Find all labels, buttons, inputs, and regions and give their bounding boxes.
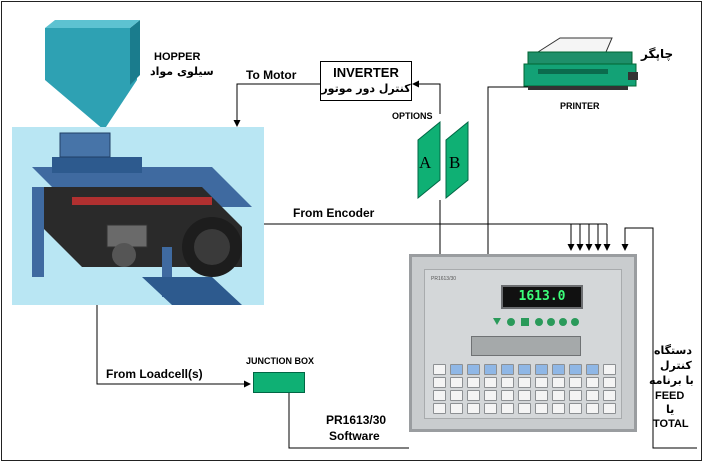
- keypad-key[interactable]: [603, 364, 616, 375]
- device-label-fa-2: کنترل: [660, 359, 692, 372]
- hopper-label: HOPPER: [154, 51, 201, 63]
- keypad-key[interactable]: [467, 377, 480, 388]
- keypad-key[interactable]: [518, 364, 531, 375]
- option-cards: [417, 120, 469, 200]
- wire-options-inverter: [412, 80, 441, 114]
- printer-label: PRINTER: [560, 101, 600, 111]
- keypad-key[interactable]: [484, 364, 497, 375]
- status-leds: [493, 318, 579, 326]
- keypad-key[interactable]: [484, 403, 497, 414]
- keypad-key[interactable]: [586, 364, 599, 375]
- keypad-key[interactable]: [569, 377, 582, 388]
- printer-icon: [523, 37, 638, 90]
- keypad-key[interactable]: [552, 390, 565, 401]
- wire-to-motor: [233, 83, 320, 127]
- conveyor-photo: [12, 127, 264, 305]
- keypad-key[interactable]: [569, 390, 582, 401]
- hopper-label-fa: سیلوی مواد: [150, 65, 214, 78]
- keypad-key[interactable]: [467, 364, 480, 375]
- keypad-key[interactable]: [603, 377, 616, 388]
- printer-label-fa: چاپگر: [641, 47, 674, 61]
- device-label-fa-1: دستگاه: [654, 344, 692, 357]
- option-card-b: [445, 120, 469, 200]
- option-b-label: B: [449, 153, 461, 172]
- keypad-key[interactable]: [450, 390, 463, 401]
- keypad-key[interactable]: [501, 364, 514, 375]
- device-label-or: یا: [666, 403, 675, 416]
- keypad-key[interactable]: [518, 390, 531, 401]
- keypad-key[interactable]: [603, 390, 616, 401]
- hopper-shape: [45, 28, 137, 130]
- software-label-line1: PR1613/30: [326, 413, 387, 427]
- controller-device: PR1613/30 1613.0: [409, 254, 637, 432]
- keypad-key[interactable]: [569, 403, 582, 414]
- keypad-key[interactable]: [467, 403, 480, 414]
- keypad-key[interactable]: [535, 364, 548, 375]
- keypad-key[interactable]: [535, 377, 548, 388]
- controller-front-panel: PR1613/30 1613.0: [424, 269, 622, 419]
- encoder-arrows: [567, 224, 611, 251]
- keypad-key[interactable]: [484, 377, 497, 388]
- wire-loadcell: [96, 305, 251, 388]
- keypad-key[interactable]: [603, 403, 616, 414]
- device-label-feed: FEED: [655, 390, 685, 402]
- keypad-key[interactable]: [569, 364, 582, 375]
- controller-brand: PR1613/30: [431, 276, 457, 282]
- inverter-box: INVERTER کنترل دور موتور: [320, 61, 412, 101]
- inverter-label-fa: کنترل دور موتور: [321, 82, 411, 95]
- keypad-key[interactable]: [450, 403, 463, 414]
- belt-conveyor-image: [32, 132, 252, 305]
- wire-junction-ctrl: [288, 393, 409, 449]
- keypad-key[interactable]: [552, 377, 565, 388]
- option-a-label: A: [419, 153, 432, 172]
- weight-display: 1613.0: [501, 285, 583, 309]
- option-card-a: [417, 120, 441, 200]
- to-motor-label: To Motor: [246, 68, 297, 82]
- software-label-line2: Software: [329, 429, 380, 443]
- keypad-key[interactable]: [535, 403, 548, 414]
- keypad-key[interactable]: [586, 377, 599, 388]
- keypad-key[interactable]: [586, 403, 599, 414]
- from-encoder-label: From Encoder: [293, 206, 375, 220]
- device-label-total: TOTAL: [653, 418, 689, 430]
- keypad-key[interactable]: [484, 390, 497, 401]
- keypad-key[interactable]: [433, 403, 446, 414]
- keypad-key[interactable]: [467, 390, 480, 401]
- keypad-key[interactable]: [535, 390, 548, 401]
- keypad-key[interactable]: [518, 377, 531, 388]
- keypad-key[interactable]: [586, 390, 599, 401]
- lcd-screen: [471, 336, 581, 356]
- junction-box-label: JUNCTION BOX: [246, 356, 315, 366]
- keypad-key[interactable]: [518, 403, 531, 414]
- wire-feed-total: [621, 227, 697, 449]
- from-loadcell-label: From Loadcell(s): [106, 367, 203, 381]
- keypad-key[interactable]: [433, 390, 446, 401]
- keypad-key[interactable]: [501, 390, 514, 401]
- junction-box: [253, 372, 305, 393]
- keypad-key[interactable]: [501, 403, 514, 414]
- keypad-key[interactable]: [433, 364, 446, 375]
- device-label-fa-3: با برنامه: [649, 374, 694, 387]
- keypad-key[interactable]: [450, 364, 463, 375]
- options-label: OPTIONS: [392, 111, 433, 121]
- keypad-key[interactable]: [501, 377, 514, 388]
- keypad-key[interactable]: [552, 403, 565, 414]
- keypad-key[interactable]: [433, 377, 446, 388]
- keypad-key[interactable]: [450, 377, 463, 388]
- keypad-key[interactable]: [552, 364, 565, 375]
- wire-printer: [487, 86, 528, 255]
- inverter-label: INVERTER: [333, 65, 399, 80]
